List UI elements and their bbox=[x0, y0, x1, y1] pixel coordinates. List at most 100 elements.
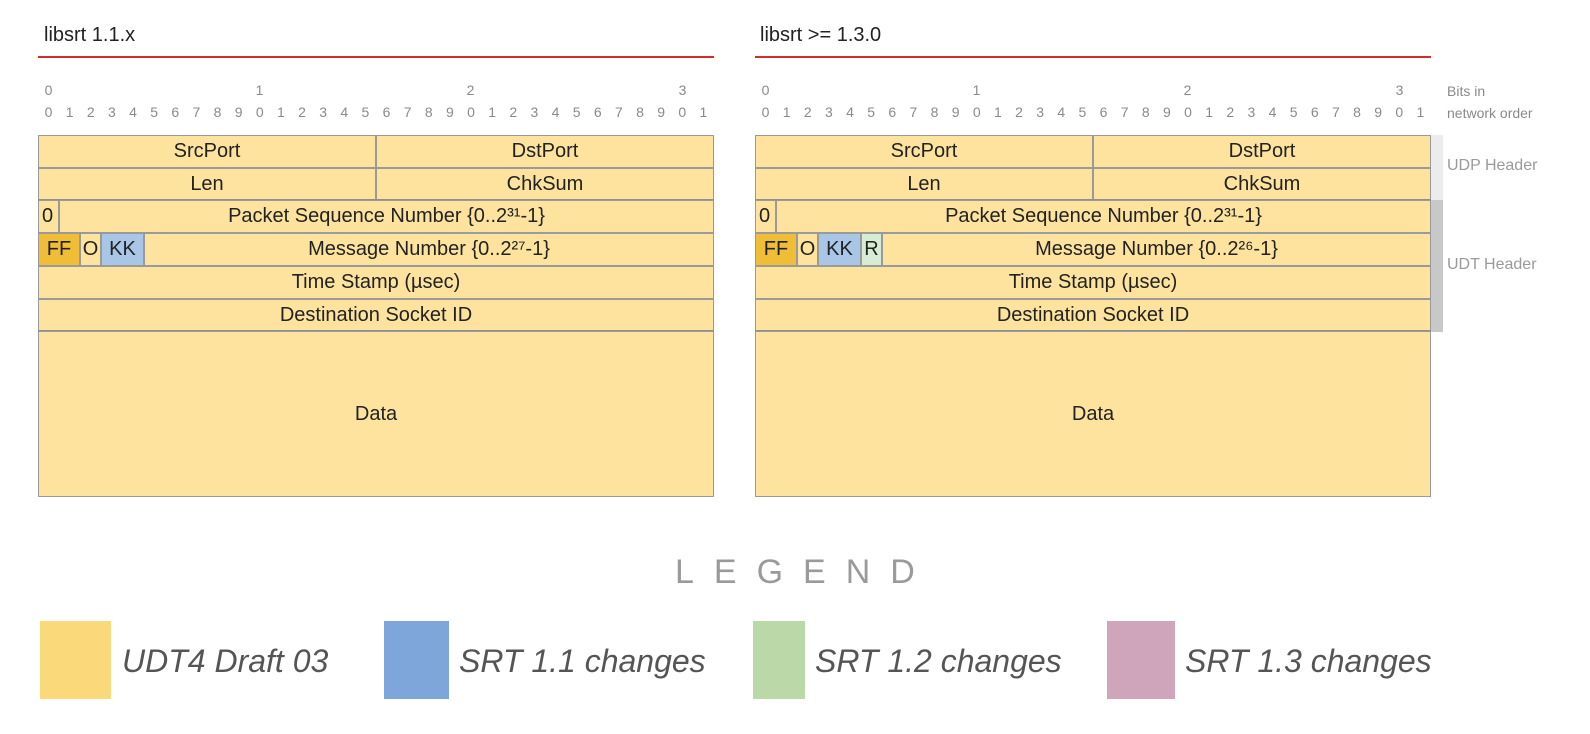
legend-swatch-udt4 bbox=[40, 621, 111, 699]
left-bit-8: 8 bbox=[213, 104, 222, 120]
right-srcport-field: SrcPort bbox=[755, 135, 1093, 168]
left-time-stamp-field: Time Stamp (µsec) bbox=[38, 266, 714, 299]
left-bit-4: 4 bbox=[129, 104, 137, 120]
right-bit-1: 1 bbox=[782, 104, 791, 120]
right-bit-5: 5 bbox=[867, 104, 876, 120]
legend-label-srt-1-2: SRT 1.2 changes bbox=[815, 643, 1062, 679]
right-bit-14: 4 bbox=[1057, 104, 1066, 120]
left-bit-31: 1 bbox=[699, 104, 708, 120]
right-bit-12: 2 bbox=[1015, 104, 1023, 120]
right-destination-socket-field: Destination Socket ID bbox=[755, 299, 1431, 331]
right-len-field: Len bbox=[755, 168, 1093, 200]
right-bit-27: 7 bbox=[1331, 104, 1340, 120]
legend-swatch-srt-1-2 bbox=[753, 621, 805, 699]
right-kk-field: KK bbox=[818, 233, 861, 266]
right-bit-19: 9 bbox=[1162, 104, 1171, 120]
left-bit-22: 2 bbox=[509, 104, 518, 120]
left-bit-3: 3 bbox=[107, 104, 116, 120]
left-bit-24: 4 bbox=[551, 104, 560, 120]
right-bit-26: 6 bbox=[1310, 104, 1319, 120]
left-bit-12: 2 bbox=[298, 104, 306, 120]
left-ff-field: FF bbox=[38, 233, 80, 266]
right-bit-25: 5 bbox=[1289, 104, 1298, 120]
right-bit-20: 0 bbox=[1184, 104, 1192, 120]
left-bit-26: 6 bbox=[593, 104, 602, 120]
left-packet-sequence-field: Packet Sequence Number {0..2³¹-1} bbox=[59, 200, 714, 233]
legend-label-udt4: UDT4 Draft 03 bbox=[122, 643, 329, 679]
left-bit-15: 5 bbox=[361, 104, 370, 120]
left-bit-14: 4 bbox=[340, 104, 349, 120]
right-bit-7: 7 bbox=[909, 104, 918, 120]
right-bit-24: 4 bbox=[1268, 104, 1277, 120]
right-bit-2: 2 bbox=[803, 104, 812, 120]
right-bit-28: 8 bbox=[1353, 104, 1361, 120]
right-bit-23: 3 bbox=[1247, 104, 1256, 120]
left-bit-28: 8 bbox=[636, 104, 644, 120]
udt-header-label: UDT Header bbox=[1447, 256, 1537, 273]
right-tens-0: 0 bbox=[761, 82, 770, 98]
right-bit-15: 5 bbox=[1078, 104, 1087, 120]
right-ff-field: FF bbox=[755, 233, 797, 266]
left-bit-9: 9 bbox=[234, 104, 243, 120]
left-chksum-field: ChkSum bbox=[376, 168, 714, 200]
left-bit-29: 9 bbox=[657, 104, 666, 120]
right-chksum-field: ChkSum bbox=[1093, 168, 1431, 200]
right-tens-3: 3 bbox=[1395, 82, 1404, 98]
left-bit-21: 1 bbox=[488, 104, 497, 120]
left-destination-socket-field: Destination Socket ID bbox=[38, 299, 714, 331]
legend-label-srt-1-3: SRT 1.3 changes bbox=[1185, 643, 1432, 679]
right-bit-11: 1 bbox=[993, 104, 1002, 120]
left-bit-20: 0 bbox=[467, 104, 475, 120]
left-bit-18: 8 bbox=[424, 104, 433, 120]
right-tens-1: 1 bbox=[972, 82, 981, 98]
right-packet-sequence-field: Packet Sequence Number {0..2³¹-1} bbox=[776, 200, 1431, 233]
left-bit-5: 5 bbox=[150, 104, 159, 120]
legend-swatch-srt-1-1 bbox=[384, 621, 449, 699]
left-title-rule bbox=[38, 56, 714, 58]
legend-label-srt-1-1: SRT 1.1 changes bbox=[459, 643, 706, 679]
left-tens-3: 3 bbox=[678, 82, 687, 98]
right-bit-17: 7 bbox=[1120, 104, 1129, 120]
left-bit-23: 3 bbox=[530, 104, 539, 120]
left-tens-2: 2 bbox=[466, 82, 475, 98]
right-message-number-field: Message Number {0..2²⁶-1} bbox=[882, 233, 1431, 266]
right-bit-22: 2 bbox=[1226, 104, 1235, 120]
right-dstport-field: DstPort bbox=[1093, 135, 1431, 168]
left-bit-10: 0 bbox=[255, 104, 264, 120]
left-srcport-field: SrcPort bbox=[38, 135, 376, 168]
right-tens-2: 2 bbox=[1183, 82, 1192, 98]
right-bit-9: 9 bbox=[951, 104, 960, 120]
right-zero-flag: 0 bbox=[755, 200, 776, 233]
right-bit-4: 4 bbox=[846, 104, 854, 120]
legend-title: LEGEND bbox=[675, 553, 935, 591]
left-o-field: O bbox=[80, 233, 101, 266]
right-time-stamp-field: Time Stamp (µsec) bbox=[755, 266, 1431, 299]
left-zero-flag: 0 bbox=[38, 200, 59, 233]
left-kk-field: KK bbox=[101, 233, 144, 266]
right-bit-18: 8 bbox=[1141, 104, 1150, 120]
left-bit-17: 7 bbox=[403, 104, 412, 120]
left-bit-1: 1 bbox=[65, 104, 74, 120]
left-bit-13: 3 bbox=[319, 104, 328, 120]
left-tens-0: 0 bbox=[44, 82, 53, 98]
left-bit-7: 7 bbox=[192, 104, 201, 120]
left-tens-1: 1 bbox=[255, 82, 264, 98]
right-bit-29: 9 bbox=[1374, 104, 1383, 120]
bits-order-note: Bits in network order bbox=[1447, 80, 1533, 124]
right-o-field: O bbox=[797, 233, 818, 266]
right-bit-16: 6 bbox=[1099, 104, 1108, 120]
left-bit-0: 0 bbox=[44, 104, 53, 120]
left-data-field: Data bbox=[38, 331, 714, 497]
left-bit-19: 9 bbox=[445, 104, 454, 120]
right-title-rule bbox=[755, 56, 1431, 58]
left-bit-30: 0 bbox=[678, 104, 687, 120]
left-diagram-title: libsrt 1.1.x bbox=[44, 24, 136, 46]
right-data-field: Data bbox=[755, 331, 1431, 497]
right-bit-13: 3 bbox=[1036, 104, 1045, 120]
right-bit-6: 6 bbox=[888, 104, 897, 120]
left-dstport-field: DstPort bbox=[376, 135, 714, 168]
right-diagram-title: libsrt >= 1.3.0 bbox=[760, 24, 882, 46]
udp-header-label: UDP Header bbox=[1447, 157, 1538, 174]
right-bit-0: 0 bbox=[761, 104, 770, 120]
right-bit-8: 8 bbox=[930, 104, 939, 120]
